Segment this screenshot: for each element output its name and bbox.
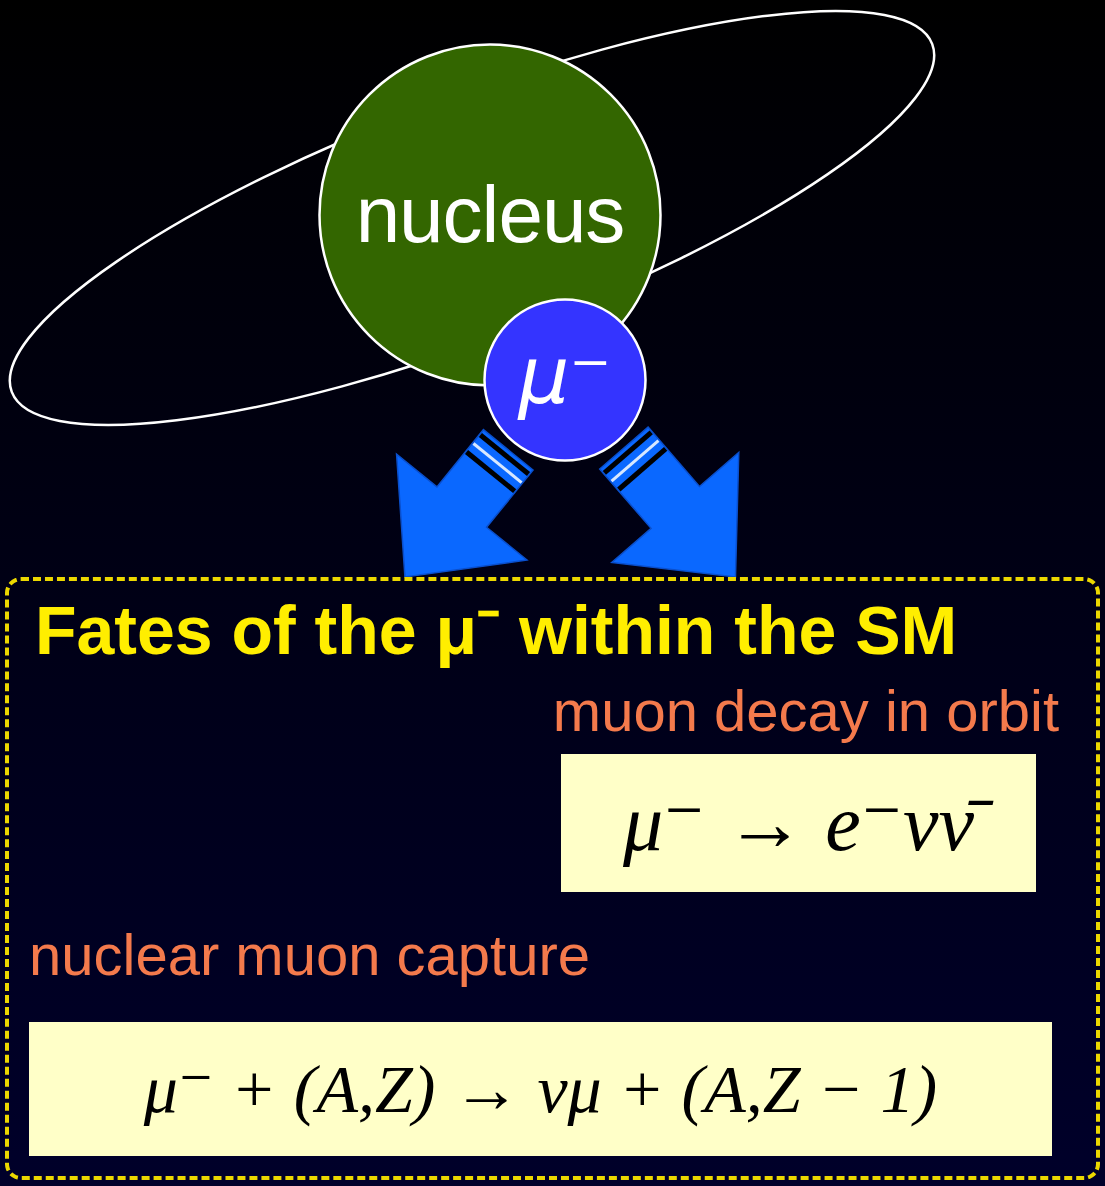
arrow-stripe <box>619 449 666 490</box>
nucleus-label: nucleus <box>356 171 625 259</box>
decay-formula: μ⁻ → e⁻νν̄ <box>623 777 974 869</box>
block-arrow <box>600 427 739 577</box>
orbit-ellipse <box>0 0 975 504</box>
arrow-body <box>600 427 739 577</box>
capture-formula: μ⁻ + (A,Z) → νμ + (A,Z − 1) <box>144 1050 937 1128</box>
muon-circle: μ⁻ <box>483 298 647 462</box>
block-arrow <box>397 430 534 577</box>
muon-symbol: μ⁻ <box>518 332 611 420</box>
panel-title: Fates of the μ⁻ within the SM <box>35 593 957 668</box>
process-heading: nuclear muon capture <box>29 926 590 984</box>
arrow-stripe <box>467 452 515 491</box>
formula-box: nuclear muon captureμ⁻ + (A,Z) → νμ + (A… <box>29 1022 1052 1156</box>
process-heading: muon decay in orbit <box>553 682 1059 740</box>
circle-shape <box>485 300 646 461</box>
arrow-body <box>397 430 534 577</box>
formula-box: muon decay in orbitμ⁻ → e⁻νν̄ <box>561 754 1036 892</box>
fates-panel: Fates of the μ⁻ within the SM muon decay … <box>5 577 1100 1180</box>
